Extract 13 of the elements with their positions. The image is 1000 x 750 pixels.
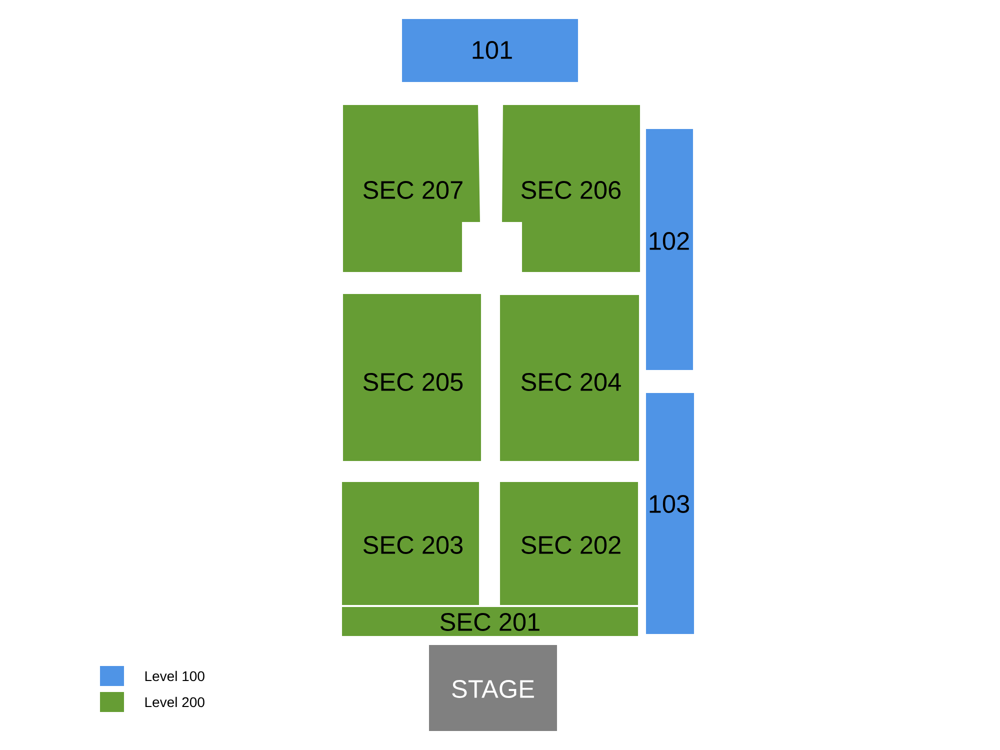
section-block: SEC 207 — [343, 105, 480, 272]
section-block: SEC 201 — [342, 607, 638, 636]
legend-label: Level 200 — [145, 696, 204, 708]
section-block: SEC 202 — [500, 482, 638, 605]
section-block: 102 — [646, 129, 693, 370]
section-block: SEC 206 — [502, 105, 640, 272]
section-block: SEC 203 — [342, 482, 479, 605]
section-block: 103 — [646, 393, 694, 634]
section-block: SEC 205 — [343, 294, 481, 461]
section-block: SEC 204 — [500, 295, 639, 461]
stage-block: STAGE — [429, 645, 557, 731]
legend-label: Level 100 — [145, 670, 204, 682]
section-block: 101 — [402, 19, 578, 82]
